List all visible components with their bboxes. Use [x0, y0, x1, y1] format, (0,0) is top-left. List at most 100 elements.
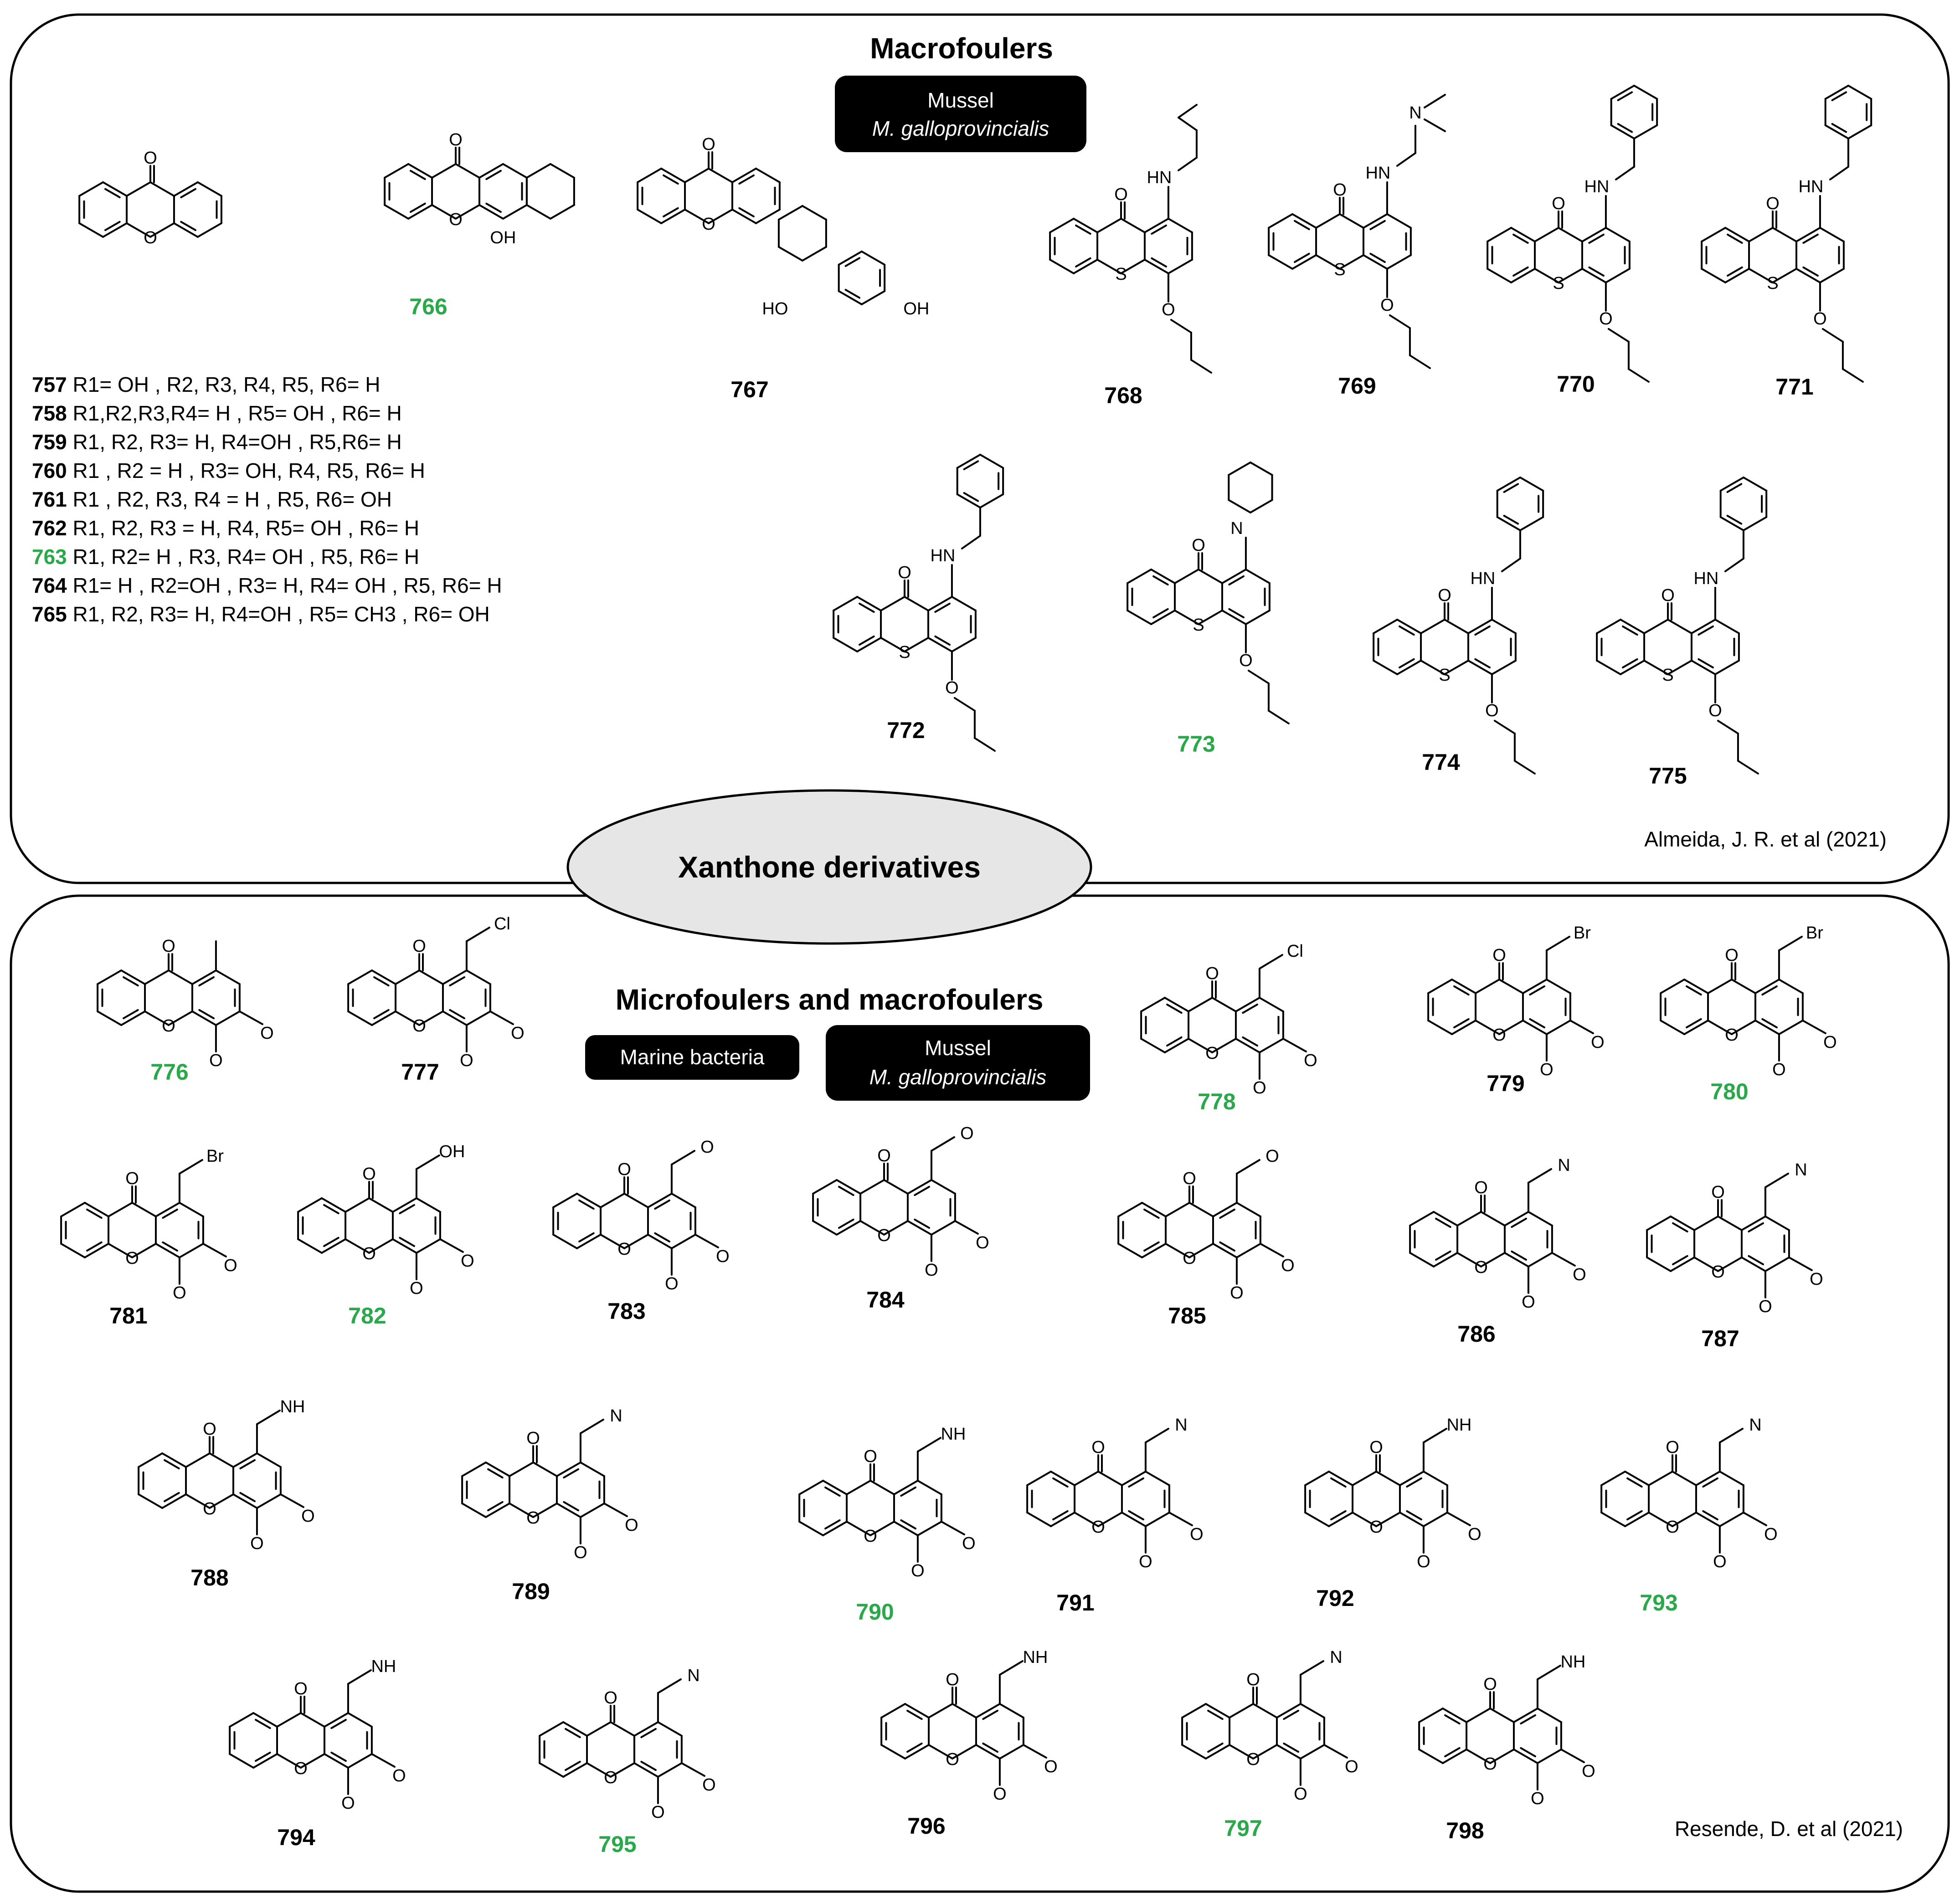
- compound-number-783: 783: [607, 1298, 645, 1324]
- carbonyl-oxygen: O: [1474, 1178, 1488, 1197]
- ring-oxygen: O: [526, 1508, 540, 1528]
- side-chain-atom: NH: [941, 1425, 966, 1444]
- methoxy-oxygen: O: [976, 1233, 989, 1252]
- center-ellipse: [566, 789, 1092, 945]
- side-chain-atom: O: [700, 1138, 714, 1157]
- r-group-line-757: 757 R1= OH , R2, R3, R4, R5, R6= H: [32, 373, 380, 396]
- methoxy-oxygen: O: [1139, 1552, 1152, 1571]
- ring-oxygen: O: [1474, 1258, 1488, 1277]
- ring-sulfur: S: [1662, 666, 1673, 685]
- bottom-mussel-badge: [826, 1025, 1090, 1101]
- amine-nitrogen: HN: [1147, 168, 1172, 187]
- amine-nitrogen: HN: [930, 546, 955, 565]
- compound-number-788: 788: [190, 1565, 228, 1590]
- methoxy-oxygen: O: [1764, 1525, 1778, 1544]
- amine-nitrogen: HN: [1470, 569, 1495, 588]
- ring-oxygen: O: [864, 1527, 877, 1546]
- compound-number-766: 766: [409, 294, 447, 319]
- r-group-line-760: 760 R1 , R2 = H , R3= OH, R4, R5, R6= H: [32, 459, 425, 482]
- carbonyl-oxygen: O: [1661, 586, 1675, 605]
- methoxy-oxygen: O: [962, 1534, 976, 1553]
- side-chain-atom: NH: [1023, 1648, 1048, 1667]
- carbonyl-oxygen: O: [1666, 1438, 1679, 1457]
- methoxy-oxygen: O: [511, 1024, 525, 1043]
- ring-oxygen: O: [1369, 1518, 1383, 1537]
- ring-oxygen: O: [125, 1249, 139, 1268]
- compound-number-782: 782: [348, 1303, 386, 1329]
- propoxy-oxygen: O: [945, 678, 959, 698]
- propoxy-oxygen: O: [1599, 309, 1613, 328]
- compound-number-796: 796: [907, 1813, 945, 1839]
- ring-oxygen: O: [1246, 1750, 1260, 1769]
- methoxy-oxygen: O: [461, 1252, 474, 1271]
- top-badge-line1: Mussel: [927, 88, 994, 112]
- ring-oxygen: O: [1091, 1518, 1105, 1537]
- propoxy-oxygen: O: [1708, 701, 1722, 720]
- methoxy-oxygen: O: [410, 1279, 423, 1298]
- r-group-line-764: 764 R1= H , R2=OH , R3= H, R4= OH , R5, …: [32, 574, 502, 597]
- amine-nitrogen: N: [1230, 519, 1243, 538]
- ring-oxygen: O: [294, 1759, 308, 1778]
- methoxy-oxygen: O: [341, 1794, 355, 1813]
- compound-number-771: 771: [1775, 374, 1813, 400]
- methoxy-oxygen: O: [1573, 1265, 1586, 1284]
- methoxy-oxygen: O: [1345, 1757, 1358, 1776]
- ring-sulfur: S: [1439, 666, 1450, 685]
- compound-number-784: 784: [866, 1287, 905, 1313]
- propoxy-oxygen: O: [1813, 309, 1827, 328]
- ring-oxygen: O: [617, 1240, 631, 1259]
- methoxy-oxygen: O: [1230, 1283, 1244, 1303]
- compound-number-778: 778: [1198, 1089, 1235, 1114]
- bottom-badge-line2: M. galloprovincialis: [869, 1065, 1047, 1089]
- side-chain-atom: OH: [439, 1142, 465, 1161]
- bottom-panel-title: Microfoulers and macrofoulers: [616, 983, 1044, 1016]
- compound-number-797: 797: [1224, 1816, 1262, 1841]
- methoxy-oxygen: O: [1417, 1552, 1430, 1571]
- amine-nitrogen: HN: [1798, 177, 1823, 196]
- methoxy-oxygen: O: [1759, 1297, 1772, 1316]
- r-group-line-765: 765 R1, R2, R3= H, R4=OH , R5= CH3 , R6=…: [32, 602, 490, 626]
- compound-number-772: 772: [887, 718, 925, 743]
- carbonyl-oxygen: O: [877, 1146, 891, 1165]
- ring-oxygen: O: [1183, 1249, 1196, 1268]
- methoxy-oxygen: O: [574, 1543, 587, 1562]
- methoxy-oxygen: O: [702, 1775, 716, 1795]
- ring-oxygen: O: [203, 1499, 216, 1518]
- propoxy-oxygen: O: [1380, 296, 1394, 315]
- methoxy-oxygen: O: [1540, 1060, 1554, 1079]
- methoxy-oxygen: O: [993, 1785, 1007, 1804]
- methoxy-oxygen: O: [301, 1507, 315, 1526]
- ring-oxygen: O: [877, 1226, 891, 1245]
- methoxy-oxygen: O: [665, 1274, 679, 1293]
- bottom-reference: Resende, D. et al (2021): [1675, 1817, 1903, 1841]
- side-chain-atom: Br: [1574, 923, 1591, 943]
- compound-number-792: 792: [1316, 1585, 1354, 1611]
- compound-number-789: 789: [512, 1579, 550, 1604]
- carbonyl-oxygen: O: [702, 135, 715, 154]
- ring-oxygen: O: [604, 1768, 617, 1787]
- side-chain-atom: N: [687, 1666, 700, 1685]
- compound-number-777: 777: [401, 1059, 439, 1085]
- compound-number-767: 767: [730, 377, 768, 402]
- compound-number-774: 774: [1422, 749, 1460, 775]
- side-chain-atom: Cl: [1287, 942, 1303, 961]
- compound-number-775: 775: [1649, 763, 1687, 789]
- carbonyl-oxygen: O: [1492, 946, 1506, 965]
- carbonyl-oxygen: O: [449, 130, 463, 149]
- ring-oxygen: O: [1492, 1026, 1506, 1045]
- ring-sulfur: S: [1193, 616, 1204, 635]
- methoxy-oxygen: O: [651, 1803, 665, 1822]
